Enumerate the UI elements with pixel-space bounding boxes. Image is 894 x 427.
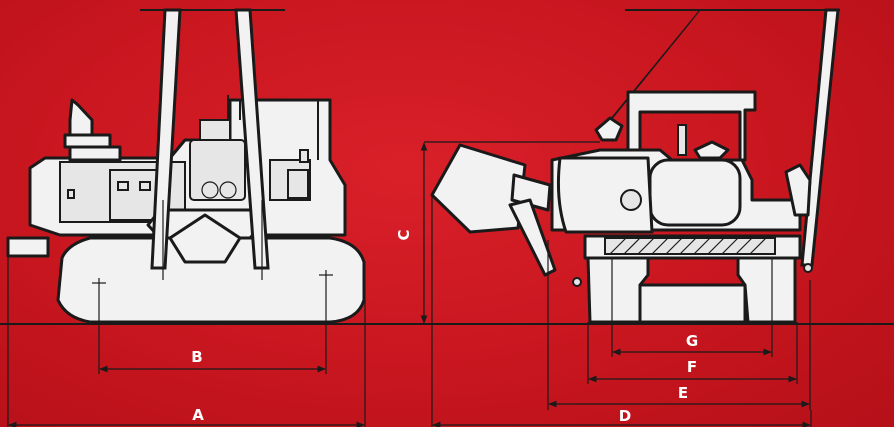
dimension-e (547, 240, 811, 410)
front-view-machine (430, 8, 840, 324)
dimension-f (587, 322, 798, 384)
label-f: F (687, 358, 697, 376)
label-c: C (395, 229, 413, 240)
dimension-c (420, 141, 600, 324)
label-b: B (191, 348, 202, 366)
dimension-g (611, 258, 773, 357)
label-d: D (619, 407, 631, 425)
dimension-a (7, 255, 366, 427)
label-g: G (686, 332, 698, 350)
label-e: E (678, 384, 688, 402)
side-view-machine (6, 8, 366, 324)
dimension-b (98, 320, 327, 374)
dimension-d (431, 195, 812, 427)
label-a: A (192, 406, 204, 424)
track-hatch (604, 237, 776, 255)
